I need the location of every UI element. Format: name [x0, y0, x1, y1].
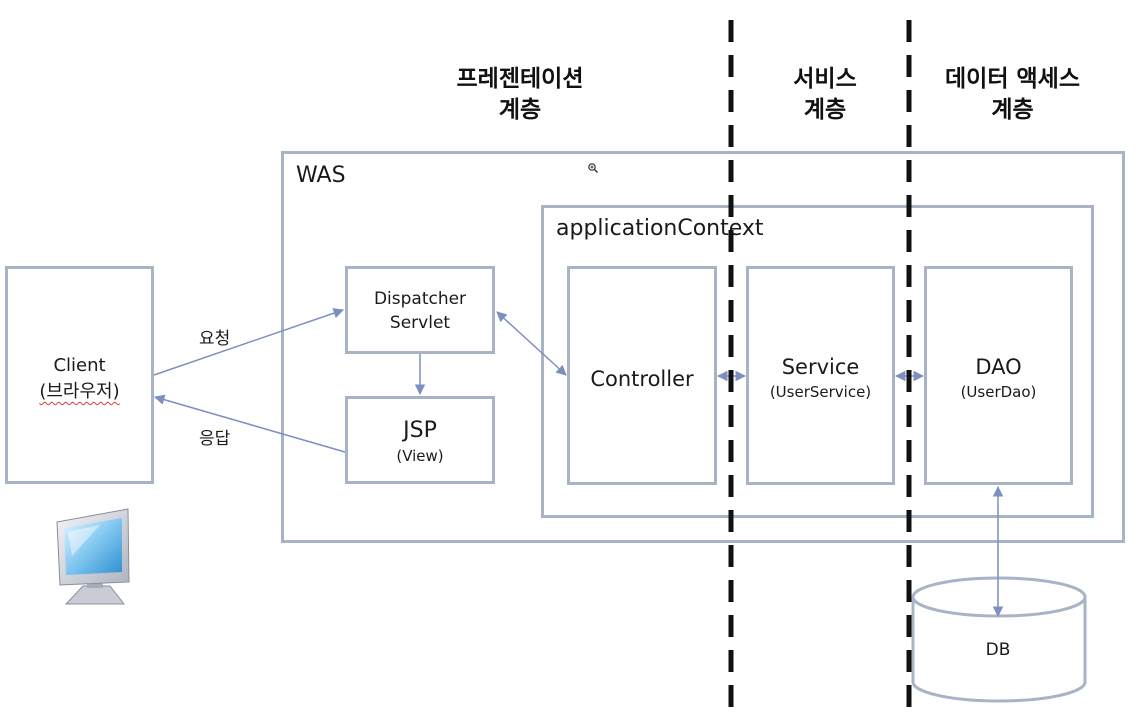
- dispatcher-servlet-label-line1: Dispatcher: [373, 289, 467, 309]
- dao-label: DAO: [975, 355, 1022, 379]
- layer-title-data-access-line1: 데이터 액세스: [945, 66, 1080, 92]
- dao-box: DAO (UserDao): [924, 266, 1073, 485]
- jsp-sublabel: (View): [396, 447, 444, 465]
- controller-box: Controller: [567, 266, 717, 485]
- client-label: Client: [53, 355, 106, 376]
- layer-title-data-access: 데이터 액세스 계층: [925, 64, 1100, 126]
- layer-title-service-line2: 계층: [803, 97, 847, 123]
- service-sublabel: (UserService): [769, 383, 872, 401]
- layer-title-presentation-line2: 계층: [498, 97, 542, 123]
- application-context-label: applicationContext: [556, 216, 764, 241]
- layer-title-presentation-line1: 프레젠테이션: [456, 66, 584, 92]
- was-label: WAS: [296, 163, 346, 188]
- client-sublabel-text: (브라우저): [39, 381, 120, 402]
- service-label: Service: [781, 355, 860, 379]
- layer-title-service: 서비스 계층: [760, 64, 890, 126]
- db-label: DB: [985, 640, 1011, 660]
- monitor-icon: [56, 508, 130, 605]
- response-label: 응답: [199, 429, 231, 449]
- jsp-label: JSP: [403, 418, 437, 443]
- jsp-box: JSP (View): [345, 396, 495, 484]
- client-box: Client (브라우저): [5, 266, 154, 484]
- dao-sublabel: (UserDao): [960, 383, 1037, 401]
- client-sublabel: (브라우저): [8, 379, 151, 405]
- layer-title-presentation: 프레젠테이션 계층: [430, 64, 610, 126]
- service-box: Service (UserService): [746, 266, 895, 485]
- layer-title-service-line1: 서비스: [793, 66, 857, 92]
- dispatcher-servlet-box: Dispatcher Servlet: [345, 266, 495, 354]
- controller-label: Controller: [590, 367, 694, 391]
- dispatcher-servlet-label-line2: Servlet: [389, 313, 451, 333]
- layer-title-data-access-line2: 계층: [991, 97, 1034, 123]
- request-label: 요청: [199, 329, 231, 349]
